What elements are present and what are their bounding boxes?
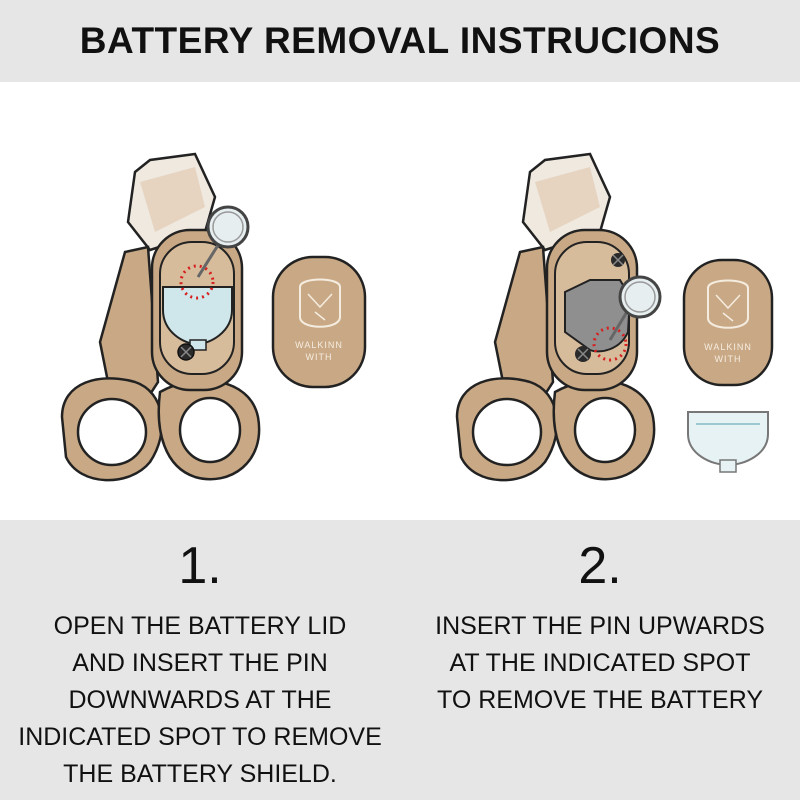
step-1-line: INDICATED SPOT TO REMOVE — [18, 723, 382, 751]
step-2-line: INSERT THE PIN UPWARDS — [435, 612, 765, 640]
step-2: 2. INSERT THE PIN UPWARDS AT THE INDICAT… — [400, 520, 800, 719]
left-battery-lid: WALKINN WITH — [271, 255, 367, 389]
illustration-panel: WALKINN WITH — [0, 82, 800, 520]
removed-battery-shield — [687, 411, 769, 473]
header-bar: BATTERY REMOVAL INSTRUCIONS — [0, 0, 800, 82]
step-1-number: 1. — [178, 537, 222, 595]
right-tag-line1: WALKINN — [704, 342, 752, 352]
right-battery-lid: WALKINN WITH — [682, 258, 774, 387]
step-1-line: THE BATTERY SHIELD. — [63, 760, 337, 788]
step-1-line: OPEN THE BATTERY LID — [53, 612, 347, 640]
step-2-number: 2. — [578, 537, 622, 595]
step-2-line: TO REMOVE THE BATTERY — [437, 686, 763, 714]
steps-panel: 1. OPEN THE BATTERY LID AND INSERT THE P… — [0, 520, 800, 800]
step-1-line: DOWNWARDS AT THE — [68, 686, 332, 714]
left-clipper — [60, 152, 261, 482]
step-1-line: AND INSERT THE PIN — [72, 649, 328, 677]
step-2-text: INSERT THE PIN UPWARDS AT THE INDICATED … — [400, 608, 800, 719]
left-tag-line2: WITH — [306, 352, 333, 362]
step-2-line: AT THE INDICATED SPOT — [449, 649, 751, 677]
right-tag-line2: WITH — [715, 354, 742, 364]
clipper-illustration: WALKINN WITH — [60, 152, 774, 482]
step-1-text: OPEN THE BATTERY LID AND INSERT THE PIN … — [0, 608, 400, 793]
left-tag-line1: WALKINN — [295, 340, 343, 350]
right-clipper — [455, 152, 662, 482]
step-1: 1. OPEN THE BATTERY LID AND INSERT THE P… — [0, 520, 400, 793]
page-title: BATTERY REMOVAL INSTRUCIONS — [79, 20, 721, 61]
